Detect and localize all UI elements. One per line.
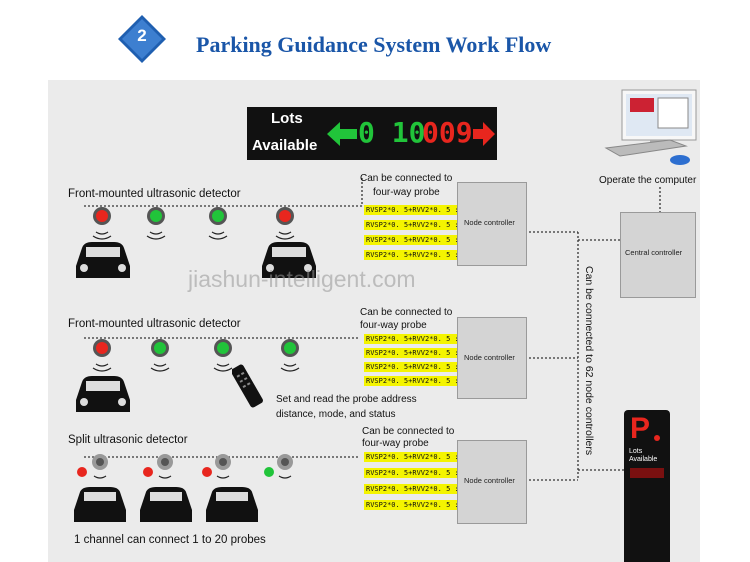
lot-sign-letter: P	[630, 412, 651, 445]
green-arrow-icon	[327, 122, 357, 146]
detector-green-icon	[281, 339, 299, 357]
detector-red-icon	[143, 454, 173, 477]
computer-icon	[604, 89, 697, 165]
car-icon	[76, 376, 130, 412]
detector-green-icon	[151, 339, 169, 357]
detector-green-icon	[264, 454, 293, 477]
central-controller: Central controller	[620, 212, 696, 298]
probe-code: RVSP2*0. 5+RVV2*0. 5 : 2	[364, 220, 468, 230]
node-controller-3: Node controller	[457, 440, 527, 524]
central-controller-label: Central controller	[625, 248, 683, 257]
probe-code: RVSP2*0. 5+RVV2*0. 5 : 3	[364, 362, 468, 372]
probe-code: RVSP2*0. 5+RVV2*0. 5 : 2	[364, 348, 468, 358]
node-capacity-note: Can be connected to 62 node controllers	[583, 266, 595, 456]
watermark: jiashun-intelligent.com	[188, 266, 416, 292]
car-icon	[206, 487, 258, 522]
row3-detector-label: Split ultrasonic detector	[68, 434, 188, 446]
row1-detectors	[92, 207, 295, 240]
node-controller-1: Node controller	[457, 182, 527, 266]
probe-code: RVSP2*0. 5+RVV2*0. 5 : 4	[364, 250, 468, 260]
row1-cars	[76, 242, 316, 278]
split-note: 1 channel can connect 1 to 20 probes	[74, 534, 266, 546]
row2-probe-codes: RVSP2*0. 5+RVV2*0. 5 : 1 RVSP2*0. 5+RVV2…	[364, 334, 468, 386]
probe-code: RVSP2*0. 5+RVV2*0. 5 : 4	[364, 376, 468, 386]
lot-sign-digits	[630, 468, 664, 478]
remote-note-line2: distance, mode, and status	[276, 409, 396, 420]
display-label-available: Available	[252, 137, 318, 154]
detector-red-icon	[276, 207, 294, 225]
row2-detector-label: Front-mounted ultrasonic detector	[68, 318, 241, 330]
lot-sign-dot	[654, 435, 660, 441]
row2-car	[76, 376, 130, 412]
display-digits-red: 009	[422, 116, 473, 149]
node-controller-label: Node controller	[464, 218, 515, 227]
remote-note-line1: Set and read the probe address	[276, 394, 417, 405]
probe-code: RVSP2*0. 5+RVV2*0. 5 : 2	[364, 468, 468, 478]
computer-label: Operate the computer	[599, 175, 697, 186]
lot-sign-label-1: Lots	[629, 448, 643, 455]
row2-detectors	[92, 339, 300, 372]
page-title: Parking Guidance System Work Flow	[196, 32, 552, 57]
probe-code: RVSP2*0. 5+RVV2*0. 5 : 3	[364, 235, 468, 245]
detector-red-icon	[93, 207, 111, 225]
detector-green-icon	[214, 339, 232, 357]
row3-detectors	[77, 454, 293, 479]
row1-connect-line1: Can be connected to	[360, 173, 453, 184]
step-badge	[118, 15, 166, 63]
node-controller-label: Node controller	[464, 353, 515, 362]
step-number: 2	[137, 26, 147, 45]
row1-probe-codes: RVSP2*0. 5+RVV2*0. 5 : 1 RVSP2*0. 5+RVV2…	[364, 205, 468, 260]
row2-connect-line2: four-way probe	[360, 320, 427, 331]
remote-control-icon	[232, 364, 263, 408]
row3-connect-line2: four-way probe	[362, 438, 429, 449]
row3-connect-line1: Can be connected to	[362, 426, 455, 437]
car-icon	[76, 242, 130, 278]
detector-red-icon	[93, 339, 111, 357]
display-label-lots: Lots	[271, 110, 303, 127]
probe-code: RVSP2*0. 5+RVV2*0. 5 : 1	[364, 452, 468, 462]
lot-sign: P Lots Available	[624, 410, 670, 562]
detector-red-icon	[77, 454, 108, 477]
car-icon	[74, 487, 126, 522]
lots-available-display: Lots Available 0 10 009	[247, 107, 497, 160]
car-icon	[262, 242, 316, 278]
red-arrow-icon	[473, 122, 495, 146]
node-controller-label: Node controller	[464, 476, 515, 485]
lot-sign-label-2: Available	[629, 456, 658, 463]
detector-green-icon	[209, 207, 227, 225]
probe-code: RVSP2*0. 5+RVV2*0. 5 : 3	[364, 484, 468, 494]
detector-red-icon	[202, 454, 231, 477]
display-digits-green: 0 10	[358, 116, 426, 149]
row3-cars	[74, 487, 258, 522]
diagram-panel	[48, 80, 700, 562]
detector-green-icon	[147, 207, 165, 225]
row1-detector-label: Front-mounted ultrasonic detector	[68, 188, 241, 200]
probe-code: RVSP2*0. 5+RVV2*0. 5 : 4	[364, 500, 468, 510]
probe-code: RVSP2*0. 5+RVV2*0. 5 : 1	[364, 205, 468, 215]
row2-connect-line1: Can be connected to	[360, 307, 453, 318]
row1-connect-line2: four-way probe	[373, 187, 440, 198]
node-controller-2: Node controller	[457, 317, 527, 399]
probe-code: RVSP2*0. 5+RVV2*0. 5 : 1	[364, 334, 468, 344]
row3-probe-codes: RVSP2*0. 5+RVV2*0. 5 : 1 RVSP2*0. 5+RVV2…	[364, 452, 468, 510]
car-icon	[140, 487, 192, 522]
